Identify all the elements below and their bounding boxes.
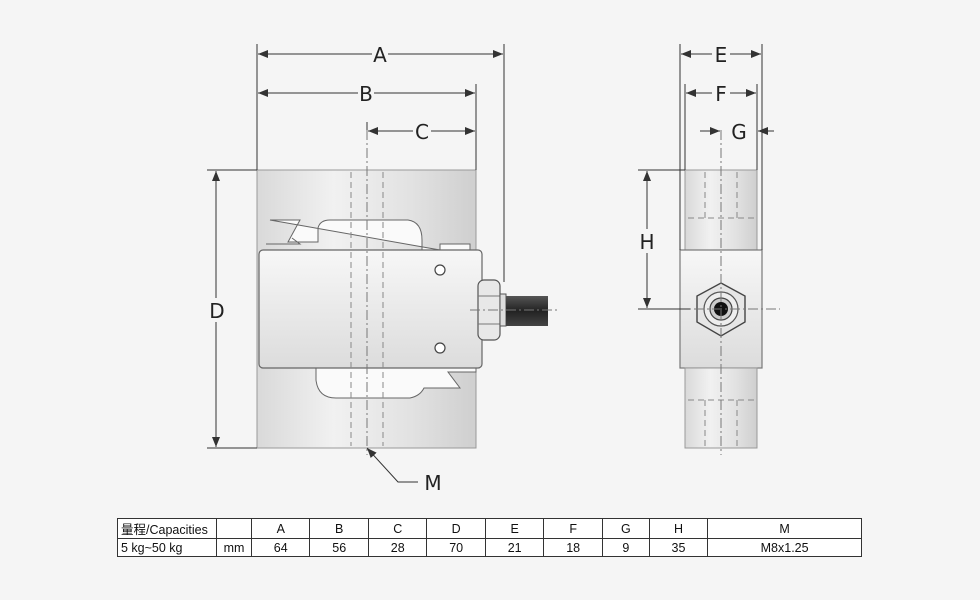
table-cell: C — [367, 518, 428, 539]
table-row: 5 kg~50 kg mm 64 56 28 70 21 18 9 35 M8x… — [117, 538, 862, 557]
table-cell: A — [250, 518, 311, 539]
dim-label-d: D — [209, 299, 224, 323]
table-cell: 18 — [543, 538, 603, 557]
table-cell: 9 — [601, 538, 650, 557]
dimension-labels: A B C D E F G H M — [206, 43, 749, 495]
dim-label-h: H — [639, 230, 654, 254]
table-cell: 64 — [250, 538, 311, 557]
table-cell: 5 kg~50 kg — [117, 538, 217, 557]
table-cell: 35 — [648, 538, 709, 557]
table-cell: 量程/Capacities — [117, 518, 217, 539]
table-cell: M8x1.25 — [707, 538, 862, 557]
table-cell — [216, 518, 252, 539]
side-view — [640, 130, 780, 455]
spec-table: 量程/Capacities A B C D E F G H M 5 kg~50 … — [117, 518, 862, 557]
table-cell: D — [426, 518, 486, 539]
table-cell: G — [601, 518, 650, 539]
table-cell: 56 — [309, 538, 369, 557]
dim-label-a: A — [373, 43, 387, 67]
front-view — [256, 130, 560, 455]
dim-label-b: B — [359, 82, 373, 106]
table-header-row: 量程/Capacities A B C D E F G H M — [117, 518, 862, 539]
table-cell: F — [543, 518, 603, 539]
dim-label-e: E — [715, 43, 728, 67]
dim-label-f: F — [715, 82, 727, 106]
table-cell: 70 — [426, 538, 486, 557]
technical-drawing: A B C D E F G H M — [206, 43, 780, 495]
table-cell: H — [648, 518, 709, 539]
table-cell: 28 — [367, 538, 428, 557]
dim-label-m: M — [424, 471, 441, 495]
table-cell: B — [309, 518, 369, 539]
side-dimensions — [638, 44, 774, 310]
table-cell: M — [707, 518, 862, 539]
dim-label-c: C — [415, 120, 429, 144]
table-cell: mm — [216, 538, 252, 557]
dim-label-g: G — [731, 120, 747, 144]
table-cell: 21 — [484, 538, 545, 557]
table-cell: E — [484, 518, 545, 539]
